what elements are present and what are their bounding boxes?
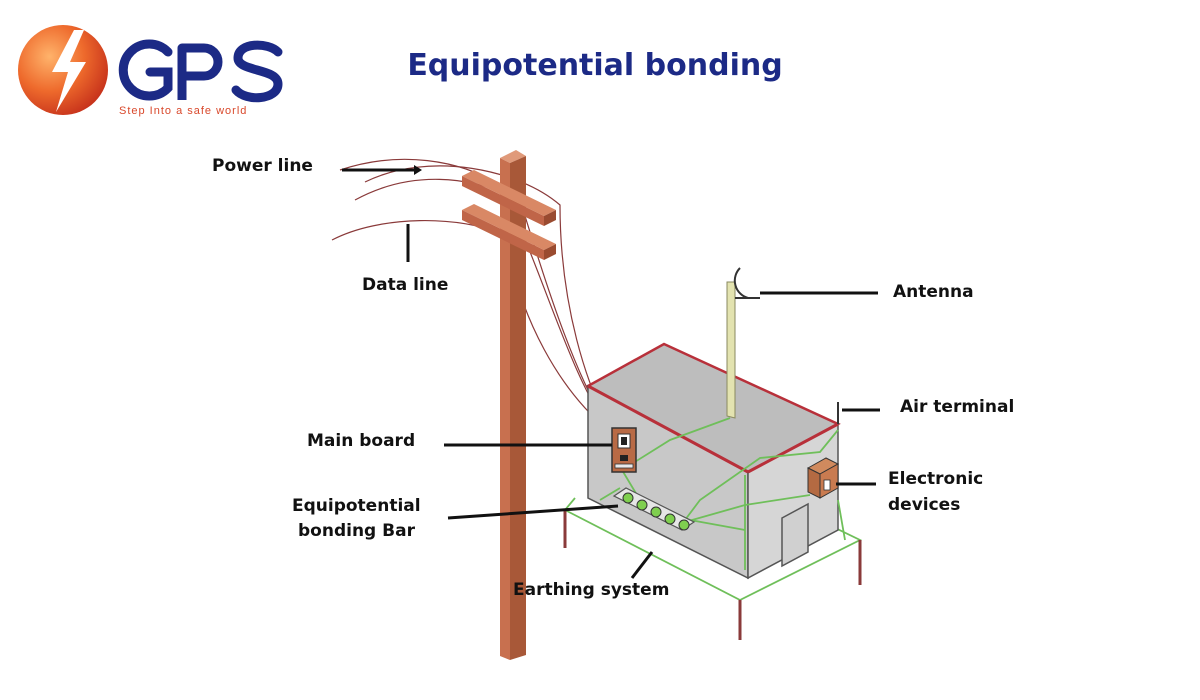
earthing-rods bbox=[563, 510, 862, 640]
gps-logo-icon bbox=[18, 25, 283, 115]
label-main-board: Main board bbox=[307, 431, 416, 451]
electronic-device bbox=[806, 457, 840, 499]
logo-tagline: Step Into a safe world bbox=[119, 105, 248, 117]
bonding-conductors bbox=[599, 417, 846, 570]
antenna-mast bbox=[726, 267, 760, 419]
power-line-wires bbox=[331, 158, 619, 441]
label-leaders bbox=[342, 168, 880, 579]
utility-pole bbox=[462, 150, 556, 660]
label-bonding-bar-line2: bonding Bar bbox=[298, 521, 415, 541]
bonding-bar bbox=[612, 487, 696, 531]
label-electronic-devices-line2: devices bbox=[888, 495, 961, 515]
label-earthing-system: Earthing system bbox=[513, 580, 670, 600]
page-title: Equipotential bonding bbox=[407, 48, 783, 83]
label-bonding-bar-line1: Equipotential bbox=[292, 496, 421, 516]
label-air-terminal: Air terminal bbox=[900, 397, 1015, 417]
label-power-line: Power line bbox=[212, 156, 313, 176]
label-data-line: Data line bbox=[362, 275, 449, 295]
company-logo: Step Into a safe world bbox=[16, 22, 306, 122]
main-board bbox=[611, 427, 637, 473]
label-electronic-devices-line1: Electronic bbox=[888, 469, 984, 489]
label-antenna: Antenna bbox=[893, 282, 974, 302]
